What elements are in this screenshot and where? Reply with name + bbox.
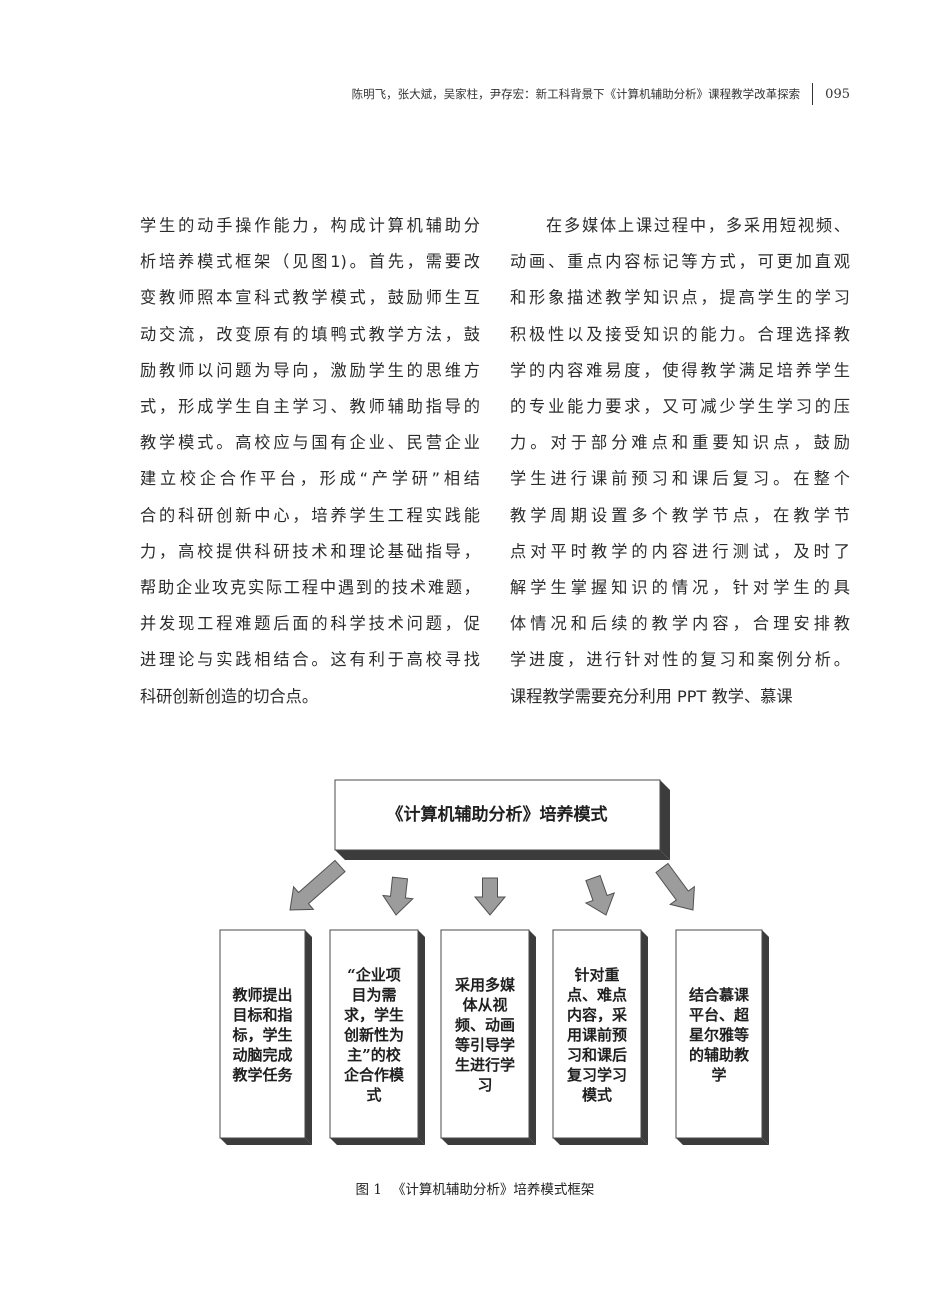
text-line: 点对平时教学的内容进行测试，及时了 bbox=[510, 541, 850, 561]
mode-box-line: 针对重 bbox=[574, 966, 619, 984]
figure-caption: 图 1 《计算机辅助分析》培养模式框架 bbox=[0, 1178, 950, 1198]
mode-box-line: 采用多媒 bbox=[454, 976, 516, 994]
box-side-shade bbox=[762, 930, 769, 1145]
text-line: 体情况和后续的教学内容，合理安排教 bbox=[510, 614, 850, 634]
text-line: 建立校企合作平台，形成“产学研”相结 bbox=[140, 469, 480, 489]
box-face bbox=[334, 779, 661, 851]
text-line: 动画、重点内容标记等方式，可更加直观 bbox=[510, 252, 850, 272]
text-line: 课程教学需要充分利用 PPT 教学、慕课 bbox=[510, 686, 793, 706]
mode-box-line: 求，学生 bbox=[344, 1006, 404, 1024]
box-face bbox=[219, 929, 306, 1139]
mode-box-line: 企合作模 bbox=[343, 1066, 405, 1084]
box-side-shade bbox=[641, 930, 648, 1145]
arrow-icon bbox=[381, 876, 414, 916]
box-bottom-shade bbox=[330, 1138, 425, 1145]
mode-box-line: 标，学生 bbox=[231, 1026, 292, 1044]
text-line: 积极性以及接受知识的能力。合理选择教 bbox=[510, 324, 850, 344]
text-line: 教学模式。高校应与国有企业、民营企业 bbox=[140, 433, 480, 453]
box-bottom-shade bbox=[335, 850, 670, 860]
framework-figure: 《计算机辅助分析》培养模式教师提出目标和指标，学生动脑完成教学任务“企业项目为需… bbox=[219, 779, 769, 1145]
running-header: 陈明飞，张大斌，吴家柱，尹存宏：新工科背景下《计算机辅助分析》课程教学改革探索 … bbox=[352, 82, 850, 106]
text-line: 进理论与实践相结合。这有利于高校寻找 bbox=[140, 650, 480, 670]
text-line: 学进度，进行针对性的复习和案例分析。 bbox=[510, 650, 850, 670]
text-line: 学生进行课前预习和课后复习。在整个 bbox=[510, 469, 850, 489]
mode-box-line: 内容，采 bbox=[567, 1006, 628, 1024]
mode-box-line: 频、动画 bbox=[455, 1016, 515, 1034]
text-line: 力，高校提供科研技术和理论基础指导， bbox=[140, 541, 480, 561]
top-box bbox=[334, 779, 670, 860]
mode-box-line: 的辅助教 bbox=[689, 1046, 750, 1064]
text-line: 变教师照本宣科式教学模式，鼓励师生互 bbox=[140, 288, 480, 308]
box-side-shade bbox=[418, 930, 425, 1145]
mode-box-line: 模式 bbox=[582, 1086, 612, 1104]
box-face bbox=[552, 929, 642, 1139]
mode-box-line: 教师提出 bbox=[231, 986, 292, 1004]
mode-box-line: 生进行学 bbox=[455, 1056, 515, 1074]
box-bottom-shade bbox=[220, 1138, 312, 1145]
text-line: 力。对于部分难点和重要知识点，鼓励 bbox=[510, 433, 850, 453]
text-line: 帮助企业攻克实际工程中遇到的技术难题， bbox=[140, 578, 480, 598]
mode-box-line: 目为需 bbox=[351, 986, 396, 1004]
arrow-icon bbox=[289, 859, 346, 911]
mode-box-line: 平台、超 bbox=[689, 1006, 750, 1024]
text-line: 学生的动手操作能力，构成计算机辅助分 bbox=[140, 216, 480, 235]
mode-box-line: 目标和指 bbox=[232, 1006, 292, 1024]
mode-box-line: 学 bbox=[711, 1066, 726, 1084]
mode-box-line: 动脑完成 bbox=[232, 1046, 292, 1064]
box-face bbox=[675, 929, 763, 1139]
text-line: 的专业能力要求，又可减少学生学习的压 bbox=[510, 397, 850, 417]
text-line: 合的科研创新中心，培养学生工程实践能 bbox=[140, 505, 480, 525]
running-title: 陈明飞，张大斌，吴家柱，尹存宏：新工科背景下《计算机辅助分析》课程教学改革探索 bbox=[351, 87, 801, 101]
mode-box-line: 用课前预 bbox=[567, 1026, 627, 1044]
mode-box-line: 教学任务 bbox=[231, 1066, 293, 1084]
page-number: 095 bbox=[825, 86, 850, 102]
box-side-shade bbox=[305, 930, 312, 1145]
figure-caption-label: 图 1 bbox=[355, 1182, 382, 1198]
box-face bbox=[329, 929, 419, 1139]
right-column: 在多媒体上课过程中，多采用短视频、动画、重点内容标记等方式，可更加直观和形象描述… bbox=[510, 208, 850, 715]
box-face bbox=[440, 929, 530, 1139]
mode-box-line: 体从视 bbox=[462, 996, 507, 1014]
mode-box-line: “企业项 bbox=[347, 966, 401, 984]
mode-box-line: 创新性为 bbox=[343, 1026, 404, 1044]
text-line: 科研创新创造的切合点。 bbox=[140, 686, 319, 706]
text-line: 解学生掌握知识的情况，针对学生的具 bbox=[510, 578, 850, 598]
box-bottom-shade bbox=[441, 1138, 536, 1145]
text-line: 式，形成学生自主学习、教师辅助指导的 bbox=[140, 397, 480, 417]
text-line: 在多媒体上课过程中，多采用短视频、 bbox=[510, 216, 850, 235]
header-divider bbox=[812, 83, 814, 105]
text-line: 并发现工程难题后面的科学技术问题，促 bbox=[140, 614, 480, 634]
text-line: 励教师以问题为导向，激励学生的思维方 bbox=[140, 360, 480, 380]
mode-box-line: 结合慕课 bbox=[689, 986, 750, 1004]
text-line: 和形象描述教学知识点，提高学生的学习 bbox=[510, 288, 850, 308]
mode-box-line: 等引导学 bbox=[455, 1036, 515, 1054]
mode-box-line: 式 bbox=[366, 1086, 381, 1104]
text-line: 动交流，改变原有的填鸭式教学方法，鼓 bbox=[140, 324, 480, 344]
arrow-icon bbox=[473, 877, 507, 916]
text-line: 析培养模式框架（见图1)。首先，需要改 bbox=[140, 252, 480, 272]
arrow-icon bbox=[655, 862, 695, 911]
mode-box-line: 点、难点 bbox=[567, 986, 627, 1004]
mode-box-line: 习 bbox=[477, 1076, 492, 1094]
mode-box-line: 星尔雅等 bbox=[689, 1026, 749, 1044]
box-side-shade bbox=[529, 930, 536, 1145]
mode-box-line: 主”的校 bbox=[347, 1046, 402, 1064]
box-side-shade bbox=[660, 780, 670, 860]
mode-box-line: 习和课后 bbox=[567, 1046, 627, 1064]
left-column: 学生的动手操作能力，构成计算机辅助分析培养模式框架（见图1)。首先，需要改变教师… bbox=[140, 208, 480, 715]
text-line: 教学周期设置多个教学节点，在教学节 bbox=[510, 505, 850, 525]
top-box-title: 《计算机辅助分析》培养模式 bbox=[387, 804, 608, 825]
box-bottom-shade bbox=[676, 1138, 769, 1145]
box-bottom-shade bbox=[553, 1138, 648, 1145]
text-line: 学的内容难易度，使得教学满足培养学生 bbox=[510, 360, 850, 380]
arrow-icon bbox=[584, 874, 616, 916]
mode-box-line: 复习学习 bbox=[566, 1066, 627, 1084]
figure-caption-text: 《计算机辅助分析》培养模式框架 bbox=[391, 1182, 595, 1198]
